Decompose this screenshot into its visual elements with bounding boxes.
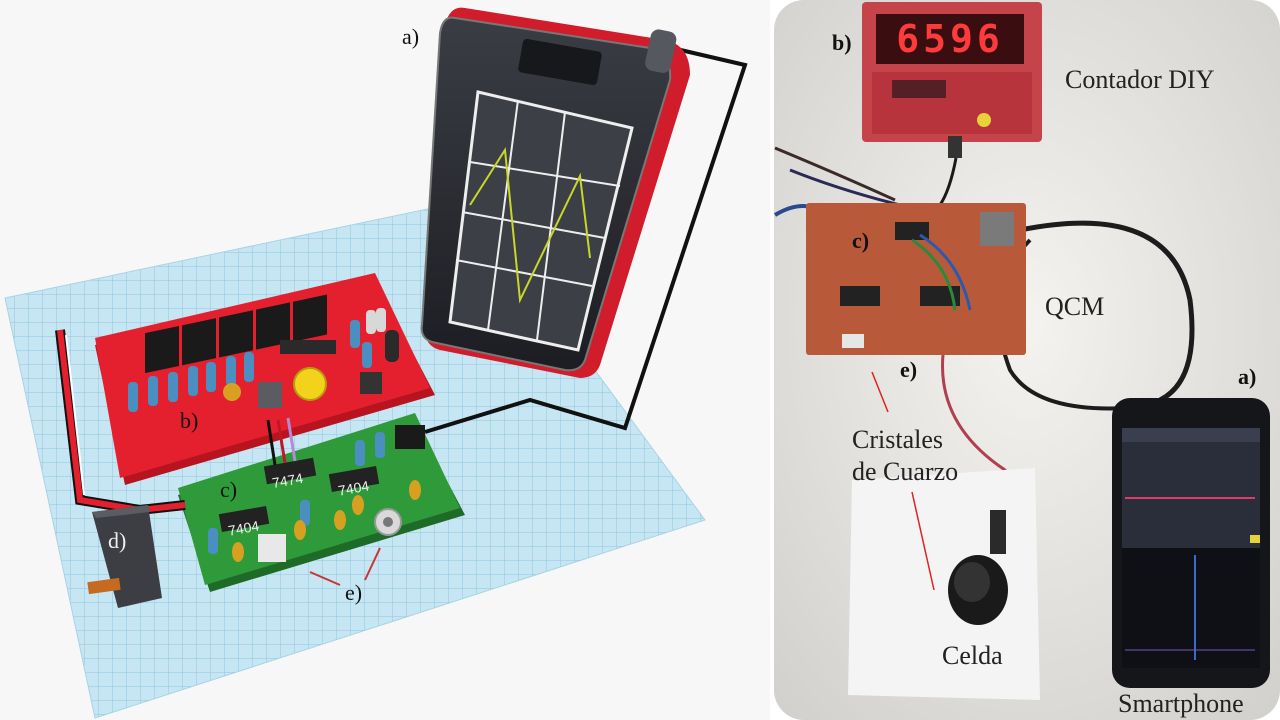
chip-label-7404-right: 7404: [337, 477, 371, 498]
smartphone-render: [420, 7, 690, 378]
caption-crystals-line1: Cristales: [852, 425, 943, 454]
power-supply-block: [87, 505, 162, 608]
led-counter-value: 6596: [896, 17, 1004, 61]
caption-qcm: QCM: [1045, 292, 1104, 321]
caption-cell: Celda: [942, 641, 1003, 670]
crystal-socket: [258, 534, 286, 562]
ic-7474: [263, 457, 317, 485]
led-display: [876, 14, 1024, 64]
panel-divider: [770, 0, 774, 720]
photo-smartphone: [1112, 398, 1270, 688]
photo-cell: [948, 510, 1008, 625]
blue-resistors: [128, 320, 372, 412]
caption-smartphone: Smartphone: [1118, 689, 1244, 718]
seven-segment-displays: [145, 294, 327, 374]
regulator: [258, 382, 282, 408]
ic-7404-left: [218, 505, 270, 533]
sine-waveform: [469, 147, 591, 304]
dc-jack: [395, 425, 425, 449]
label-e-left: e): [345, 580, 362, 605]
chip-label-7404-left: 7404: [227, 517, 261, 538]
caption-crystals-line2: de Cuarzo: [852, 457, 958, 486]
photo-counter-board: [862, 2, 1042, 158]
red-counter-board: [95, 273, 435, 485]
label-c-right: c): [852, 228, 869, 253]
electrolytic-cap: [385, 330, 399, 362]
phone-speaker: [518, 38, 602, 86]
label-b-left: b): [180, 408, 198, 433]
label-b-right: b): [832, 30, 852, 55]
label-a-left: a): [402, 24, 419, 49]
label-d-left: d): [108, 528, 126, 553]
push-button: [360, 372, 382, 394]
phone-antenna: [645, 29, 677, 73]
caption-counter: Contador DIY: [1065, 65, 1215, 94]
yellow-capacitor: [223, 383, 241, 401]
photo-oscillator-pcb: [806, 203, 1026, 355]
right-panel-photo: 6596: [773, 0, 1280, 720]
chip-label-7474: 7474: [271, 470, 305, 491]
label-a-right: a): [1238, 364, 1256, 389]
label-c-left: c): [220, 477, 237, 502]
ic-7404-right: [328, 465, 380, 493]
left-panel-render: a) b) c) d) e) 7474 7404 7404: [4, 7, 748, 719]
wires: [55, 46, 748, 516]
label-e-right: e): [900, 357, 917, 382]
ic-socket: [280, 340, 336, 354]
trimmer-capacitor: [293, 367, 327, 401]
green-oscillator-board: [178, 413, 465, 592]
